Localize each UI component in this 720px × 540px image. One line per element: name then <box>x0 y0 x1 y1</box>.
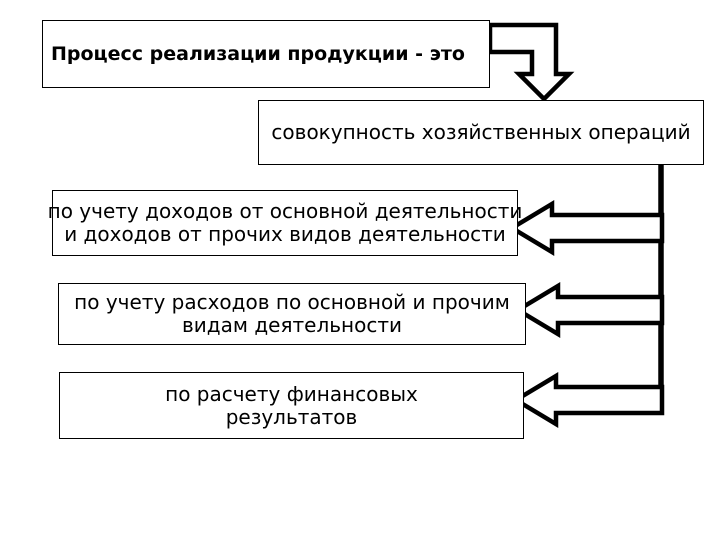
left-arrow-icon-1 <box>507 200 665 256</box>
branch-box-financial-results: по расчету финансовых результатов <box>59 372 524 439</box>
branch-box-income-line-1: по учету доходов от основной деятельност… <box>47 199 523 223</box>
elbow-down-arrow-icon <box>487 22 575 103</box>
branch-box-expenses-line-2: видам деятельности <box>182 313 402 337</box>
title-box: Процесс реализации продукции - это <box>42 20 490 88</box>
definition-text: совокупность хозяйственных операций <box>271 120 691 144</box>
branch-box-financial-results-line-1: по расчету финансовых <box>165 381 418 406</box>
branch-box-income-line-2: и доходов от прочих видов деятельности <box>64 222 506 246</box>
branch-box-income: по учету доходов от основной деятельност… <box>48 190 522 256</box>
branch-box-financial-results-line-2: результатов <box>225 404 358 429</box>
left-arrow-icon-3 <box>511 372 665 428</box>
branch-box-expenses-line-1: по учету расходов по основной и прочим <box>74 290 510 314</box>
definition-box: совокупность хозяйственных операций <box>258 100 704 165</box>
branch-box-expenses: по учету расходов по основной и прочим в… <box>58 283 526 345</box>
title-text: Процесс реализации продукции - это <box>51 42 465 65</box>
left-arrow-icon-2 <box>513 282 665 338</box>
